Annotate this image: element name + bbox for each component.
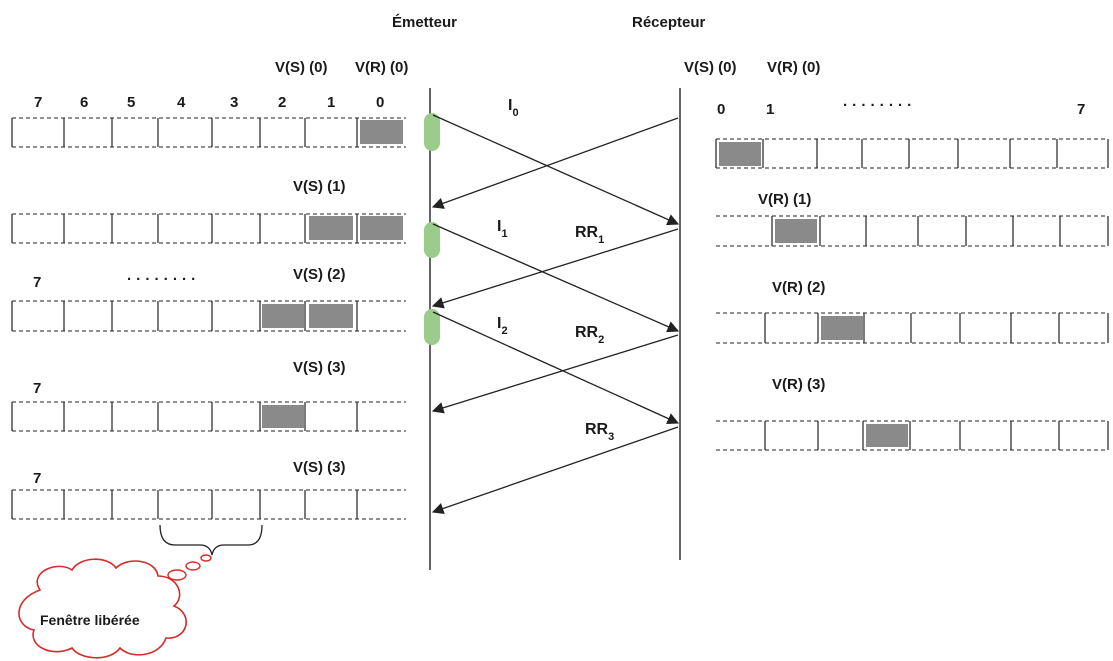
sender-row4-left: 7: [33, 380, 41, 397]
arrow-rr1: [431, 117, 679, 209]
receiver-row2-label: V(R) (1): [758, 191, 811, 208]
receiver-index-dots: · · · · · · · ·: [843, 97, 912, 114]
filled-cell: [775, 219, 817, 243]
arrow-rr2: [431, 228, 679, 309]
sender-window-row-2: [11, 213, 406, 244]
receiver-header-vr: V(R) (0): [767, 59, 820, 76]
receiver-index-first: 0: [717, 101, 725, 118]
sender-window-row-3: [11, 300, 406, 332]
receiver-window-row-2: [716, 215, 1109, 247]
filled-cell: [360, 216, 403, 240]
label-i1: I1: [497, 218, 508, 240]
sender-window-row-4: [11, 401, 406, 432]
receiver-row4-label: V(R) (3): [772, 376, 825, 393]
sender-row4-label: V(S) (3): [293, 359, 346, 376]
bubble-text: Fenêtre libérée: [40, 612, 140, 628]
arrow-i1: [432, 223, 680, 333]
freed-window-brace: [159, 524, 263, 556]
label-rr3: RR3: [585, 421, 614, 443]
arrow-i0: [432, 114, 680, 226]
send-marker: [424, 113, 440, 151]
receiver-window-row-1: [715, 138, 1109, 169]
sender-index-label: 3: [230, 94, 238, 111]
filled-cell: [309, 304, 353, 328]
sender-row3-dots: · · · · · · · ·: [127, 271, 196, 288]
label-i2: I2: [497, 315, 508, 337]
label-rr2: RR2: [575, 324, 604, 346]
sender-index-label: 6: [80, 94, 88, 111]
sender-header-vr: V(R) (0): [355, 59, 408, 76]
arrow-rr3-b: [431, 426, 679, 515]
arrow-i2: [432, 311, 680, 424]
receiver-window-row-4: [716, 420, 1109, 451]
sender-index-label: 1: [327, 94, 335, 111]
sender-title: Émetteur: [392, 14, 457, 31]
send-marker: [424, 309, 440, 345]
receiver-row3-label: V(R) (2): [772, 279, 825, 296]
filled-cell: [719, 142, 761, 166]
sender-index-label: 7: [34, 94, 42, 111]
sender-window-row-5: [11, 489, 406, 520]
label-rr1: RR1: [575, 224, 604, 246]
sender-index-label: 0: [376, 94, 384, 111]
sender-row2-label: V(S) (1): [293, 178, 346, 195]
receiver-header-vs: V(S) (0): [684, 59, 737, 76]
filled-cell: [360, 120, 403, 144]
thought-bubble: Fenêtre libérée: [18, 554, 212, 659]
arrow-rr3-a: [431, 334, 679, 414]
sender-row5-left: 7: [33, 470, 41, 487]
filled-cell: [821, 316, 863, 340]
sender-row3-label: V(S) (2): [293, 266, 346, 283]
send-marker: [424, 222, 440, 258]
sender-header-vs: V(S) (0): [275, 59, 328, 76]
filled-cell: [262, 304, 304, 328]
sender-index-label: 4: [177, 94, 186, 111]
filled-cell: [262, 405, 304, 428]
receiver-index-second: 1: [766, 101, 774, 118]
receiver-window-row-3: [716, 312, 1109, 344]
sender-index-label: 2: [278, 94, 286, 111]
filled-cell: [309, 216, 353, 240]
label-i0: I0: [508, 97, 519, 119]
receiver-title: Récepteur: [632, 14, 706, 31]
sender-window-row-1: [11, 117, 406, 148]
sender-row5-label: V(S) (3): [293, 459, 346, 476]
sender-index-labels: 7 6 5 4 3 2 1 0: [34, 94, 384, 111]
sender-index-label: 5: [127, 94, 135, 111]
sender-row3-left: 7: [33, 274, 41, 291]
filled-cell: [866, 424, 908, 447]
receiver-index-last: 7: [1077, 101, 1085, 118]
